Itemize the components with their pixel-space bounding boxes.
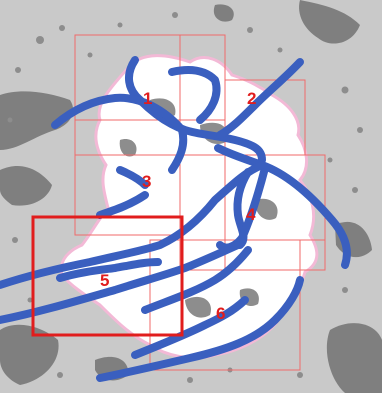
terrain-speckles	[7, 12, 363, 383]
map-label-2: 2	[247, 89, 256, 108]
map-label-6: 6	[216, 304, 225, 323]
rivers	[0, 56, 351, 382]
map-label-5: 5	[100, 271, 109, 290]
map-label-1: 1	[143, 89, 152, 108]
map-label-3: 3	[142, 172, 151, 191]
map-label-4: 4	[246, 205, 256, 224]
highlight-box	[31, 215, 184, 337]
